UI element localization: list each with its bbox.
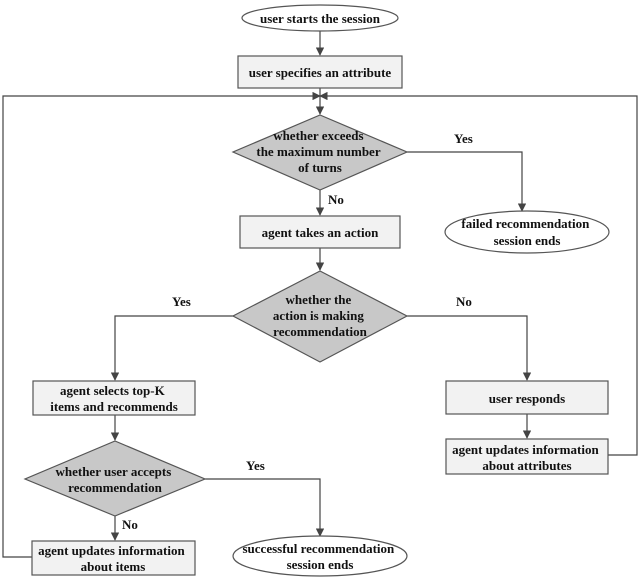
- node-user-responds-shape: [445, 380, 609, 415]
- node-start-shape: [241, 4, 399, 32]
- node-is-recommendation-decision: whether the action is making recommendat…: [231, 270, 409, 363]
- node-max-turns-decision-shape: [231, 114, 409, 191]
- edges: [2, 31, 638, 558]
- edge-update-attributes-loop: [319, 91, 638, 456]
- edge-accepts-yes-to-success: [205, 478, 325, 537]
- node-agent-action: agent takes an action: [239, 215, 401, 249]
- node-specify-attribute-shape: [237, 55, 403, 89]
- node-is-recommendation-decision-shape: [231, 270, 409, 363]
- node-update-attributes-shape: [445, 438, 609, 475]
- node-select-top-k-label: agent selects top-K items and recommends: [50, 383, 178, 414]
- edge-label-max-turns-no: No: [328, 192, 344, 207]
- edge-is-recommend-yes-to-select: [110, 315, 234, 381]
- node-successful-session: successful recommendation session ends: [232, 535, 408, 577]
- node-update-attributes: agent updates information about attribut…: [445, 438, 609, 475]
- node-specify-attribute-label: user specifies an attribute: [249, 65, 392, 80]
- node-update-attributes-label: agent updates information about attribut…: [452, 442, 602, 473]
- node-start: user starts the session: [241, 4, 399, 32]
- node-accepts-decision-shape: [23, 440, 207, 517]
- node-failed-session-label: failed recommendation session ends: [461, 216, 592, 248]
- edge-label-is-recommend-yes: Yes: [172, 294, 191, 309]
- node-specify-attribute: user specifies an attribute: [237, 55, 403, 89]
- node-failed-session-shape: [444, 210, 610, 254]
- node-select-top-k: agent selects top-K items and recommends: [32, 380, 196, 416]
- node-select-top-k-shape: [32, 380, 196, 416]
- node-agent-action-shape: [239, 215, 401, 249]
- edge-max-turns-yes-to-failed: [407, 151, 527, 212]
- edge-label-max-turns-yes: Yes: [454, 131, 473, 146]
- edge-label-accepts-no: No: [122, 517, 138, 532]
- node-is-recommendation-decision-label: whether the action is making recommendat…: [273, 292, 368, 339]
- node-max-turns-decision-label: whether exceeds the maximum number of tu…: [256, 128, 383, 175]
- node-update-items: agent updates information about items: [31, 540, 196, 576]
- edge-label-is-recommend-no: No: [456, 294, 472, 309]
- node-successful-session-shape: [232, 535, 408, 577]
- node-user-responds-label: user responds: [489, 391, 565, 406]
- node-agent-action-label: agent takes an action: [262, 225, 379, 240]
- node-accepts-decision-label: whether user accepts recommendation: [55, 464, 174, 495]
- node-start-label: user starts the session: [260, 11, 381, 26]
- node-accepts-decision: whether user accepts recommendation: [23, 440, 207, 517]
- edge-label-accepts-yes: Yes: [246, 458, 265, 473]
- node-max-turns-decision: whether exceeds the maximum number of tu…: [231, 114, 409, 191]
- node-successful-session-label: successful recommendation session ends: [242, 541, 397, 572]
- edge-is-recommend-no-to-responds: [407, 315, 532, 381]
- node-failed-session: failed recommendation session ends: [444, 210, 610, 254]
- node-update-items-label: agent updates information about items: [38, 543, 188, 574]
- node-update-items-shape: [31, 540, 196, 576]
- edge-update-items-loop: [2, 91, 321, 558]
- node-user-responds: user responds: [445, 380, 609, 415]
